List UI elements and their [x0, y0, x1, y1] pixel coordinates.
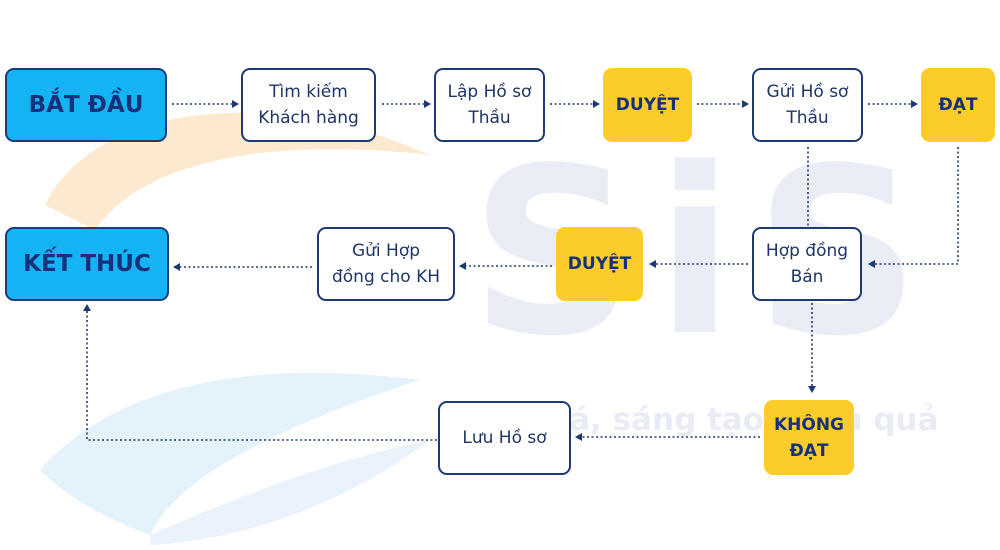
- pass-node: ĐẠT: [921, 68, 995, 142]
- send-contract-node: Gửi Hợp đồng cho KH: [317, 227, 455, 301]
- prepare-bid-node: Lập Hồ sơ Thầu: [434, 68, 545, 142]
- approve-node-1: DUYỆT: [603, 68, 692, 142]
- sales-contract-node: Hợp đồng Bán: [752, 227, 862, 301]
- find-customer-node: Tìm kiếm Khách hàng: [241, 68, 376, 142]
- arrow-pass-to-contract: [868, 147, 959, 268]
- end-node: KẾT THÚC: [5, 227, 169, 301]
- fail-node: KHÔNG ĐẠT: [764, 400, 854, 475]
- approve-node-2: DUYỆT: [556, 227, 643, 301]
- arrow-store-to-end: [83, 304, 437, 441]
- submit-bid-node: Gửi Hồ sơ Thầu: [752, 68, 863, 142]
- store-file-node: Lưu Hồ sơ: [438, 401, 571, 475]
- start-node: BẮT ĐẦU: [5, 68, 167, 142]
